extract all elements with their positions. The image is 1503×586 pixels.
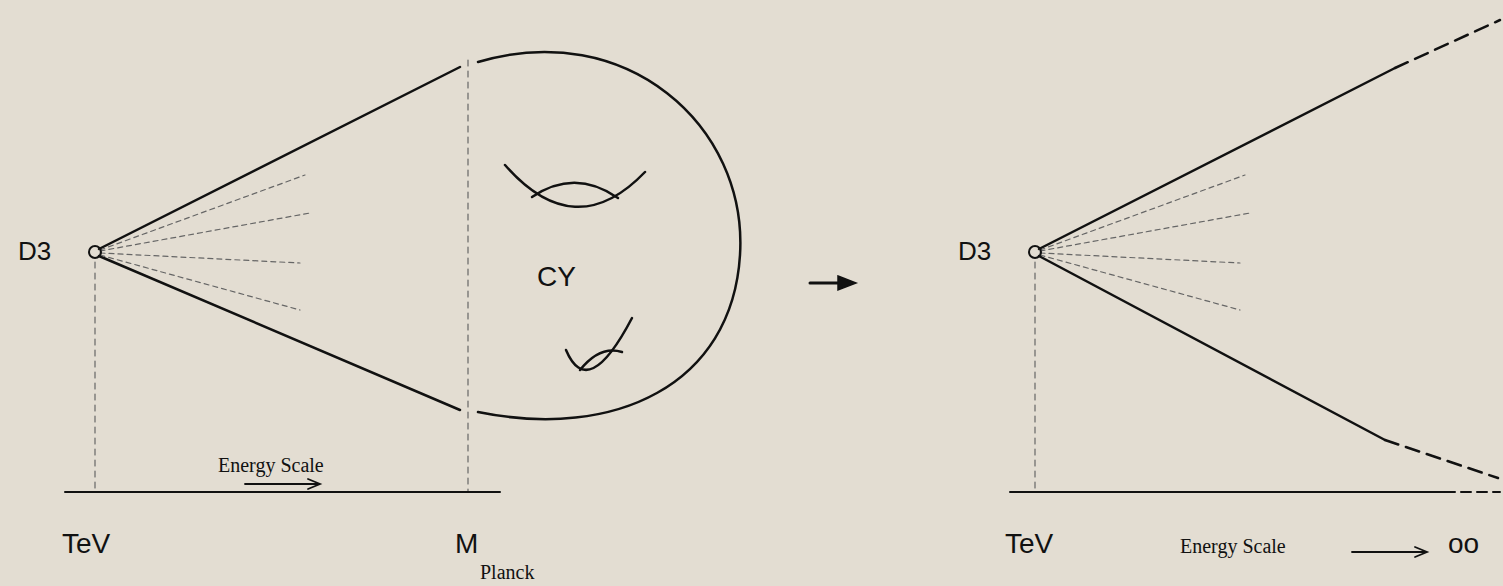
axis-label: Energy Scale (1180, 536, 1286, 556)
scale-label: oo (1448, 530, 1479, 558)
subscript-label: Planck (480, 562, 534, 582)
scale-label: TeV (1005, 530, 1053, 558)
scale-label: M (455, 530, 478, 558)
region-label: CY (537, 263, 576, 291)
brane-label: D3 (18, 238, 51, 264)
scale-label: TeV (62, 530, 110, 558)
axis-label: Energy Scale (218, 455, 324, 475)
brane-label: D3 (958, 238, 991, 264)
